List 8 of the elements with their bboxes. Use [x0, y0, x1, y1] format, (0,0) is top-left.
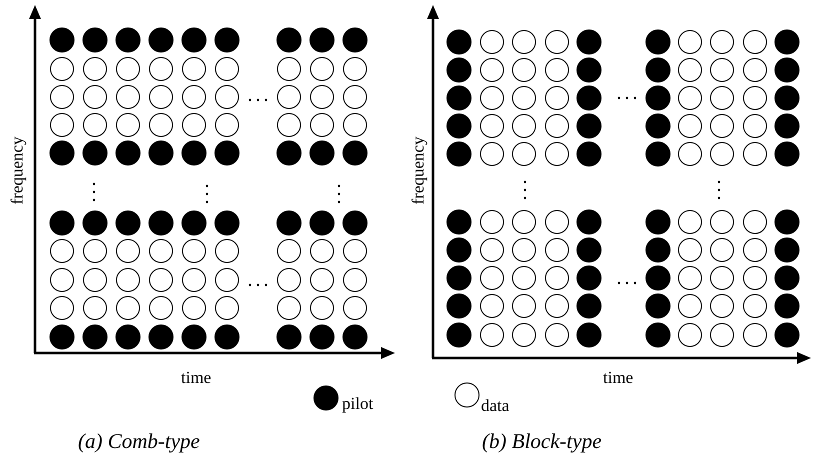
panel-caption: (b) Block-type	[482, 430, 602, 452]
axis-label: frequency	[8, 136, 26, 204]
axis-label: time	[603, 368, 634, 386]
panel-caption: (a) Comb-type	[78, 430, 200, 452]
axis-label: time	[181, 368, 212, 386]
axis-label: frequency	[409, 136, 426, 204]
legend-label: pilot	[342, 394, 374, 412]
legend-label: data	[481, 396, 510, 414]
